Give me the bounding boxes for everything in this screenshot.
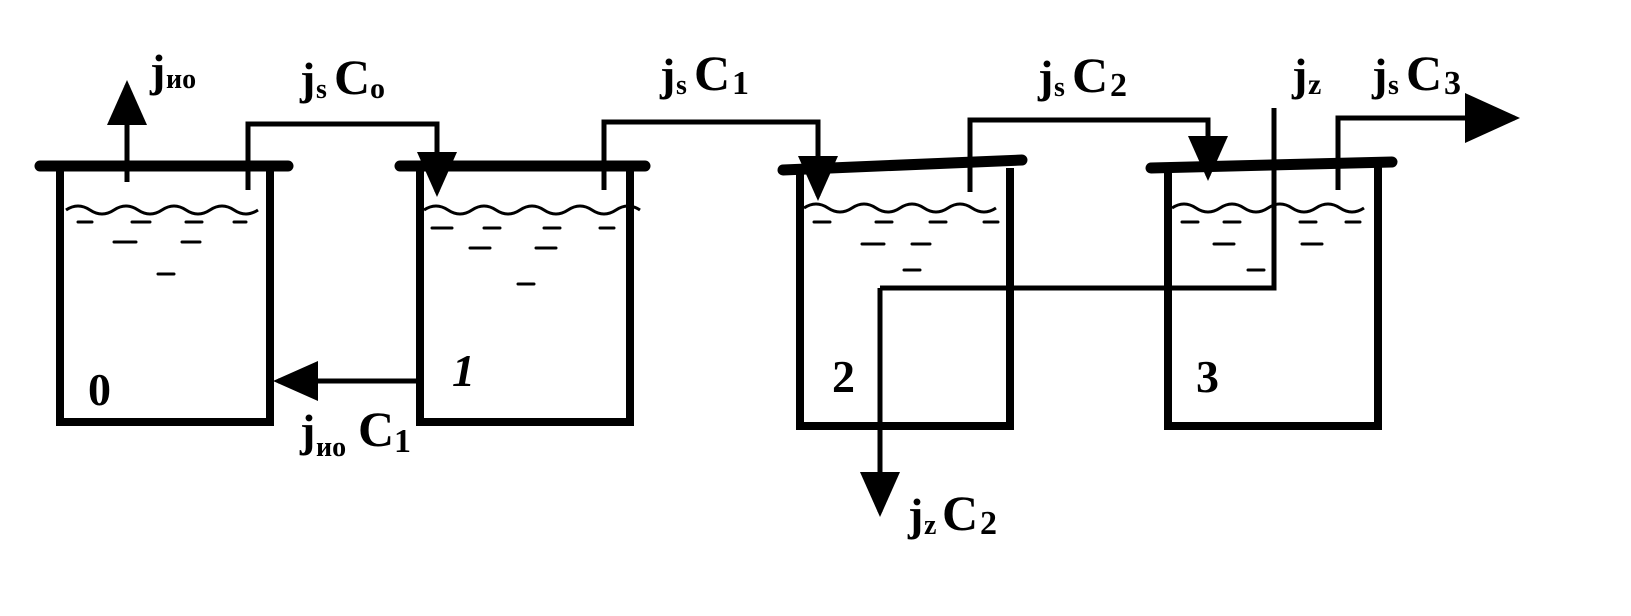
svg-text:ио: ио bbox=[316, 432, 346, 463]
svg-text:1: 1 bbox=[394, 423, 411, 460]
flow-pipe-3-out bbox=[1335, 93, 1520, 190]
svg-text:j: j bbox=[659, 49, 675, 100]
label-js-c2: j s C 2 bbox=[1037, 47, 1127, 104]
svg-text:o: o bbox=[370, 72, 385, 105]
svg-text:j: j bbox=[1371, 49, 1387, 100]
flow-pipe-0-to-1 bbox=[245, 121, 457, 197]
svg-text:j: j bbox=[1291, 49, 1307, 100]
tank-1-label: 1 bbox=[452, 345, 475, 396]
label-jz-in: j z bbox=[1291, 49, 1321, 101]
tank-3-label: 3 bbox=[1196, 351, 1219, 402]
svg-text:j: j bbox=[1037, 51, 1053, 102]
svg-text:C: C bbox=[942, 485, 978, 541]
label-js-c0: j s C o bbox=[299, 49, 385, 105]
svg-text:2: 2 bbox=[1110, 67, 1127, 104]
svg-text:2: 2 bbox=[980, 505, 997, 542]
svg-text:C: C bbox=[358, 401, 394, 457]
svg-text:s: s bbox=[316, 74, 327, 105]
svg-text:C: C bbox=[1406, 45, 1442, 101]
flow-pipe-1-to-2 bbox=[601, 119, 838, 201]
tank-0-label: 0 bbox=[88, 364, 111, 415]
label-jio-out: j ио bbox=[149, 45, 196, 96]
label-jio-c1: j ио C 1 bbox=[299, 401, 411, 463]
svg-text:s: s bbox=[1054, 72, 1065, 103]
svg-text:s: s bbox=[676, 70, 687, 101]
label-js-c3: j s C 3 bbox=[1371, 45, 1461, 102]
tank-2-label: 2 bbox=[832, 351, 855, 402]
svg-text:1: 1 bbox=[732, 65, 749, 102]
svg-text:C: C bbox=[334, 49, 370, 105]
svg-text:ио: ио bbox=[166, 64, 196, 95]
label-jz-c2: j z C 2 bbox=[907, 485, 997, 542]
svg-text:j: j bbox=[299, 405, 315, 456]
svg-text:j: j bbox=[299, 53, 315, 104]
tank-1: 1 bbox=[394, 160, 651, 426]
svg-text:z: z bbox=[924, 510, 936, 541]
svg-text:j: j bbox=[907, 489, 923, 540]
flow-pipe-jz-loop bbox=[880, 108, 1277, 291]
flow-pipe-2-to-3 bbox=[967, 117, 1228, 192]
svg-text:C: C bbox=[1072, 47, 1108, 103]
tank-0: 0 bbox=[34, 160, 294, 426]
label-js-c1: j s C 1 bbox=[659, 45, 749, 102]
svg-text:C: C bbox=[694, 45, 730, 101]
tank-2: 2 bbox=[777, 154, 1028, 430]
svg-text:z: z bbox=[1308, 68, 1321, 101]
svg-text:s: s bbox=[1388, 70, 1399, 101]
svg-text:j: j bbox=[149, 45, 165, 96]
svg-text:3: 3 bbox=[1444, 65, 1461, 102]
